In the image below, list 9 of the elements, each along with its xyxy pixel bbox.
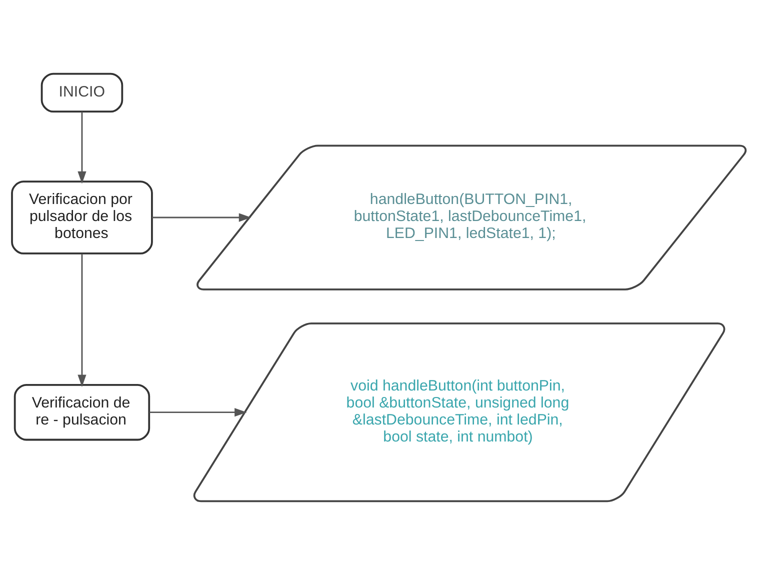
node-box: INICIO <box>40 72 124 112</box>
arrow <box>149 408 247 416</box>
arrow <box>78 253 86 387</box>
arrow <box>78 111 86 184</box>
arrow <box>152 212 252 222</box>
node-ellipse: void handleButton(int buttonPin, bool &buttonState, unsigned long &lastDebounceTime, int ledPin, bool state, int numbot) <box>193 322 726 502</box>
node-ellipse: handleButton(BUTTON_PIN1, buttonState1, lastDebounceTime1, LED_PIN1, ledState1, 1); <box>196 144 747 290</box>
node-box: Verificacion de re - pulsacion <box>14 383 150 440</box>
node-box: Verificacion por pulsador de los botones <box>11 180 153 254</box>
